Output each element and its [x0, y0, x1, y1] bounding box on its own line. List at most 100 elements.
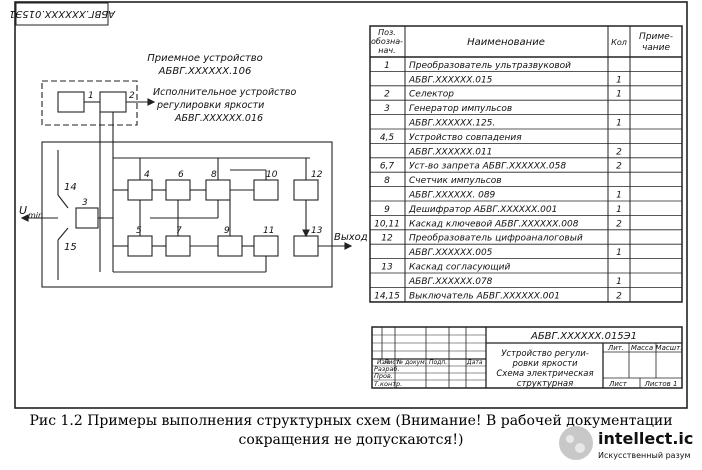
watermark-tagline: Искусственный разум	[598, 451, 691, 460]
table-row-pos: 1	[384, 61, 390, 71]
block-6	[165, 179, 191, 201]
watermark-site: intellect.icu	[598, 429, 694, 448]
watermark-logo: intellect.icu Искусственный разум	[559, 426, 694, 460]
caption-line-2: сокращения не допускаются!)	[238, 432, 464, 448]
title-block	[371, 326, 683, 389]
table-row-qty: 2	[616, 147, 622, 157]
structural-diagram: Приемное устройство АБВГ.XXXXXX.106 1 2 …	[19, 53, 368, 288]
table-body: 1 Преобразователь ультразвуковойАБВГ.XXXX…	[374, 61, 622, 301]
hdr-name: Наименование	[467, 37, 545, 48]
tb-role-dev: Разраб.	[374, 365, 400, 373]
table-row-qty: 1	[616, 277, 622, 287]
table-row-qty: 1	[616, 191, 622, 201]
table-row-qty: 2	[616, 291, 622, 301]
table-row-pos: 4,5	[380, 133, 395, 143]
table-row-name: Селектор	[409, 90, 454, 100]
table-row-name: Устройство совпадения	[409, 133, 522, 143]
block-9-num: 9	[224, 226, 230, 236]
tb-role-check: Пров.	[374, 372, 393, 380]
tb-col-date: Дата	[466, 359, 483, 366]
specification-table	[369, 25, 683, 303]
block-1-num: 1	[88, 91, 94, 101]
block-10	[253, 179, 279, 201]
hdr-pos-3: нач.	[378, 46, 395, 55]
input-sub: min	[28, 211, 43, 220]
switch-15-num: 15	[64, 242, 77, 253]
table-row-name: АБВГ.XXXXXX.125.	[408, 119, 495, 129]
table-row-qty: 1	[616, 205, 622, 215]
block-7-num: 7	[176, 226, 182, 236]
block-1	[57, 91, 85, 113]
block-3	[75, 207, 99, 229]
output-label: Выход	[334, 232, 368, 243]
table-row-name: АБВГ.XXXXXX.015	[408, 75, 493, 85]
table-row-pos: 2	[384, 90, 390, 100]
table-row-name: АБВГ.XXXXXX.011	[408, 147, 492, 157]
block-12	[293, 179, 319, 201]
tb-code: АБВГ.XXXXXX.015Э1	[530, 331, 637, 342]
tb-scale: Масшт.	[656, 344, 683, 352]
table-row-name: Преобразователь ультразвуковой	[409, 61, 571, 71]
table-row-name: Преобразователь цифроаналоговый	[409, 234, 583, 244]
block-11-num: 11	[263, 226, 274, 236]
table-row-pos: 9	[384, 205, 390, 215]
block-2	[99, 91, 127, 113]
switch-14-num: 14	[64, 182, 77, 193]
tb-role-tcontrol: Т.контр.	[374, 380, 402, 388]
block-12-num: 12	[311, 170, 323, 180]
drawing-svg: АБВГ.XXXXXX.015Э1 Приемное устройство АБ…	[9, 1, 688, 409]
receiver-title-2: АБВГ.XXXXXX.106	[158, 66, 252, 77]
table-row-qty: 1	[616, 119, 622, 129]
table-row-name: Каскад ключевой АБВГ.XXXXXX.008	[409, 219, 579, 229]
table-row-pos: 12	[381, 234, 393, 244]
block-10-num: 10	[266, 170, 278, 180]
table-row-qty: 2	[616, 162, 622, 172]
block-4-num: 4	[144, 170, 150, 180]
table-row-name: АБВГ.XXXXXX.078	[408, 277, 493, 287]
block-5-num: 5	[136, 226, 142, 236]
table-row-pos: 6,7	[380, 162, 395, 172]
tb-name-2: ровки яркости	[512, 359, 578, 369]
block-4	[127, 179, 153, 201]
tb-col-izm: Изм	[377, 359, 390, 366]
hdr-qty: Кол	[611, 38, 627, 47]
table-row-name: АБВГ.XXXXXX.005	[408, 248, 493, 258]
table-row-qty: 1	[616, 90, 622, 100]
table-row-qty: 2	[616, 219, 622, 229]
table-row-name: Дешифратор АБВГ.XXXXXX.001	[408, 205, 557, 215]
block-13-num: 13	[311, 226, 323, 236]
figure-caption: Рис 1.2 Примеры выполнения структурных с…	[0, 412, 702, 450]
table-row-pos: 13	[381, 263, 393, 273]
table-row-pos: 3	[384, 104, 390, 114]
executive-title-1: Исполнительное устройство	[153, 87, 296, 98]
hdr-pos-1: Поз.	[378, 28, 396, 37]
tb-col-list: Лист	[383, 359, 400, 366]
tb-col-doc: № докум.	[396, 359, 427, 366]
table-row-name: Выключатель АБВГ.XXXXXX.001	[409, 291, 560, 301]
table-row-name: Уст-во запрета АБВГ.XXXXXX.058	[409, 162, 566, 172]
executive-title-2: регулировки яркости	[156, 100, 264, 111]
caption-line-1: Рис 1.2 Примеры выполнения структурных с…	[29, 413, 673, 429]
tb-name-4: структурная	[517, 379, 573, 389]
block-2-num: 2	[129, 91, 135, 101]
block-11	[253, 235, 279, 257]
block-7	[165, 235, 191, 257]
block-8	[205, 179, 231, 201]
tb-lit: Лит.	[607, 344, 624, 352]
table-row-name: АБВГ.XXXXXX. 089	[408, 191, 496, 201]
block-8-num: 8	[211, 170, 217, 180]
block-5	[127, 235, 153, 257]
technical-drawing-sheet: АБВГ.XXXXXX.015Э1 Приемное устройство АБ…	[9, 1, 688, 409]
tb-col-sign: Подп.	[429, 359, 447, 366]
block-13	[293, 235, 319, 257]
hdr-note-1: Приме-	[639, 32, 673, 42]
table-row-pos: 8	[384, 176, 390, 186]
executive-title-3: АБВГ.XXXXXX.016	[174, 113, 263, 124]
receiver-device-box	[41, 141, 333, 288]
rotated-stamp: АБВГ.XXXXXX.015Э1	[9, 2, 116, 26]
hdr-pos-2: обозна-	[371, 37, 403, 46]
stamp-text: АБВГ.XXXXXX.015Э1	[9, 8, 116, 19]
sheet-frame	[14, 1, 688, 409]
receiver-title-1: Приемное устройство	[147, 53, 263, 64]
tb-sheets: Листов 1	[644, 380, 678, 388]
